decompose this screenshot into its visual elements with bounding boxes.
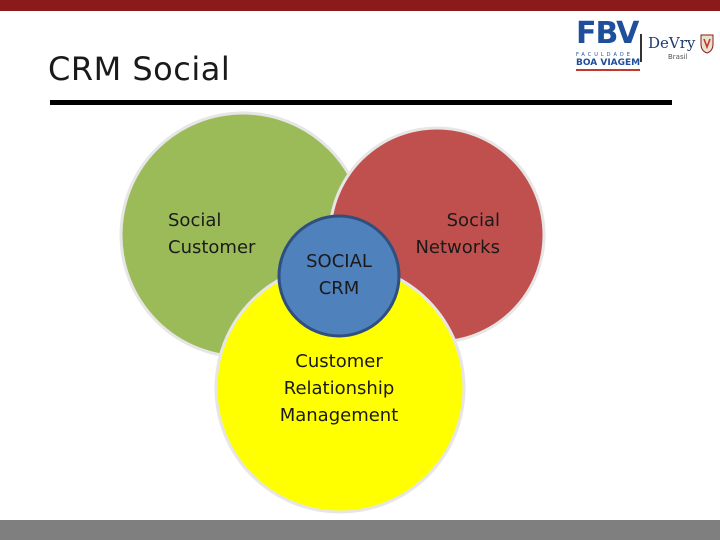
shield-icon: [700, 34, 714, 54]
logo-divider: [640, 34, 642, 62]
title-underline: [50, 100, 672, 105]
fbv-subtitle: FACULDADE: [576, 52, 633, 58]
devry-logo: DeVry: [648, 34, 696, 52]
crm-label: Customer Relationship Management: [279, 351, 399, 426]
slide-title: CRM Social: [48, 50, 231, 88]
social-networks-label: Social Networks: [415, 210, 500, 258]
fbv-logo: FBV: [576, 16, 639, 51]
social-crm-label: SOCIAL CRM: [306, 251, 372, 299]
devry-country: Brasil: [668, 53, 688, 61]
social-crm-circle: [277, 214, 401, 338]
social-customer-label: Social Customer: [168, 210, 256, 258]
top-accent-bar: [0, 0, 720, 11]
fbv-location: BOA VIAGEM: [576, 58, 641, 71]
bottom-accent-bar: [0, 520, 720, 540]
logo-area: FBV FACULDADE BOA VIAGEM DeVry Brasil: [570, 12, 720, 74]
